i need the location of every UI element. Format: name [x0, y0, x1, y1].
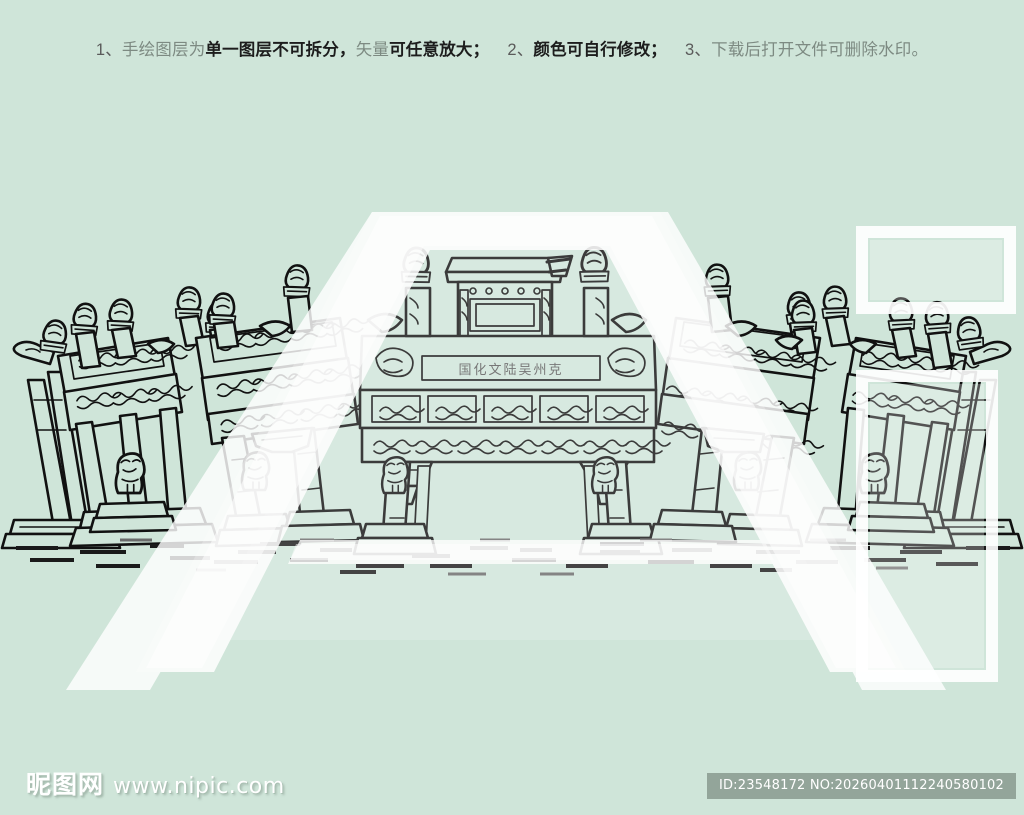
note-index-2: 2、	[507, 40, 534, 59]
asset-id-badge: ID:23548172 NO:20260401112240580102	[706, 773, 1016, 799]
note-index-1: 1、	[95, 40, 122, 59]
usage-instructions: 1、手绘图层为单一图层不可拆分，矢量可任意放大； 2、颜色可自行修改； 3、下载后打…	[0, 0, 1024, 100]
usage-instructions-line: 1、手绘图层为单一图层不可拆分，矢量可任意放大； 2、颜色可自行修改； 3、下载后打…	[96, 42, 928, 59]
note-text-3: 下载后打开文件可删除水印。	[711, 40, 929, 59]
note-text-1b: 单一图层不可拆分，	[205, 40, 356, 59]
note-text-2: 颜色可自行修改；	[533, 40, 667, 59]
brand-name-cn: 昵图网	[26, 770, 105, 799]
note-text-1d: 可任意放大；	[389, 40, 490, 59]
note-text-1a: 手绘图层为	[121, 40, 206, 59]
plaque-inscription: 国化文陆吴州克	[458, 362, 563, 378]
note-index-3: 3、	[685, 40, 712, 59]
brand-url: www.nipic.com	[113, 774, 285, 799]
site-brand[interactable]: 昵图网 www.nipic.com	[26, 765, 285, 801]
note-text-1c: 矢量	[355, 40, 390, 59]
